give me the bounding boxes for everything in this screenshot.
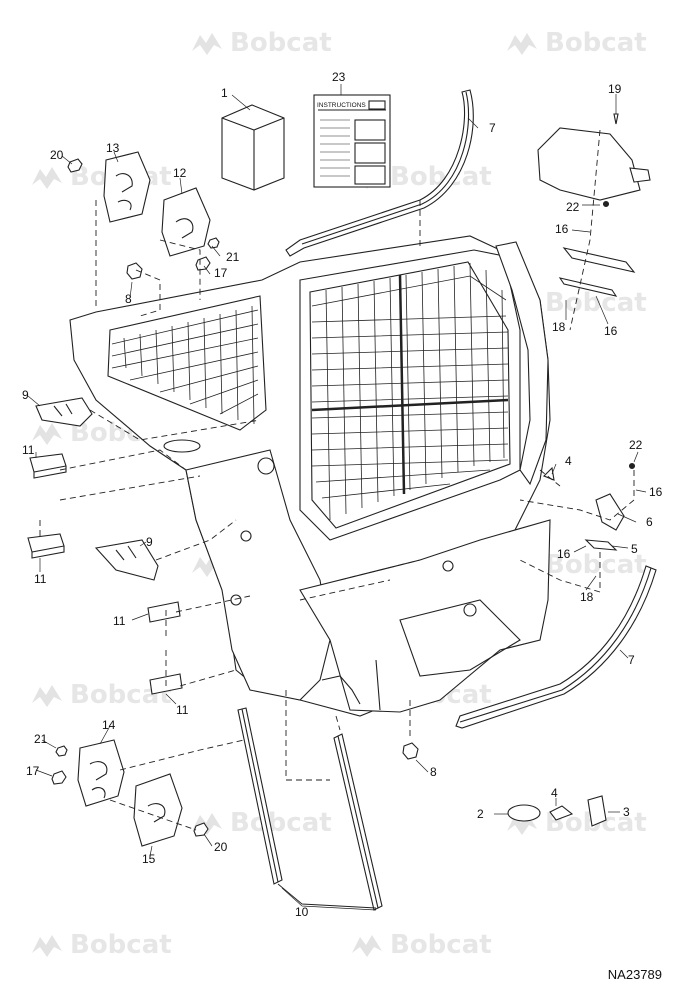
callout-19: 19 xyxy=(608,82,622,96)
callout-9-upper: 9 xyxy=(22,388,29,402)
callout-17-lower: 17 xyxy=(26,764,40,778)
callout-1: 1 xyxy=(221,86,228,100)
callout-12: 12 xyxy=(173,166,187,180)
bobcat-watermark: Bobcat xyxy=(190,28,332,59)
bobcat-logo-icon xyxy=(32,934,62,957)
decal-item-3 xyxy=(587,795,607,827)
decal-title: INSTRUCTIONS xyxy=(317,102,366,109)
plate-item-9-upper xyxy=(35,397,93,427)
callout-3: 3 xyxy=(623,805,630,819)
bobcat-watermark: Bobcat xyxy=(30,930,172,961)
seal-strip-item-7-top xyxy=(285,89,474,257)
callout-13: 13 xyxy=(106,141,120,155)
bobcat-logo-icon xyxy=(192,32,222,55)
callout-16-a: 16 xyxy=(555,222,569,236)
bracket-item-13 xyxy=(103,151,151,223)
callout-4-lower: 4 xyxy=(551,786,558,800)
callout-21-upper: 21 xyxy=(226,250,240,264)
callout-16-c: 16 xyxy=(649,485,663,499)
callout-10: 10 xyxy=(295,905,309,919)
callout-16-b: 16 xyxy=(604,324,618,338)
bracket-item-6 xyxy=(584,493,625,551)
callout-18-lower: 18 xyxy=(580,590,594,604)
callout-21-lower: 21 xyxy=(34,732,48,746)
callout-11-b: 11 xyxy=(34,572,47,586)
part-box-item-1 xyxy=(221,104,285,191)
callout-11-c: 11 xyxy=(113,614,126,628)
bobcat-watermark: Bobcat xyxy=(505,28,647,59)
plate-item-9-lower xyxy=(94,539,159,581)
bracket-item-16-upper xyxy=(537,127,651,297)
leader-lines xyxy=(27,84,647,911)
callout-11-a: 11 xyxy=(22,443,35,457)
bobcat-logo-icon xyxy=(32,422,62,445)
callout-20-lower: 20 xyxy=(214,840,228,854)
bobcat-logo-icon xyxy=(32,684,62,707)
callout-4-upper: 4 xyxy=(565,454,572,468)
bracket-item-12 xyxy=(161,187,211,257)
callout-2: 2 xyxy=(477,807,484,821)
cab-frame xyxy=(69,235,551,717)
bobcat-logo-icon xyxy=(32,166,62,189)
callout-11-d: 11 xyxy=(176,703,189,717)
foam-block-item-11 xyxy=(27,453,183,695)
oval-pad-item-2 xyxy=(507,804,541,822)
seal-strip-item-10 xyxy=(237,707,383,911)
callout-16-d: 16 xyxy=(557,547,571,561)
callout-23: 23 xyxy=(332,70,346,84)
drawing-number: NA23789 xyxy=(607,967,662,982)
bobcat-logo-icon xyxy=(352,934,382,957)
bracket-item-14 xyxy=(77,739,125,807)
callout-7-top: 7 xyxy=(489,121,496,135)
callout-22-lower: 22 xyxy=(629,438,643,452)
assembly-lines xyxy=(39,129,635,831)
callout-5: 5 xyxy=(631,542,638,556)
callout-8-upper: 8 xyxy=(125,292,132,306)
bobcat-logo-icon xyxy=(192,812,222,835)
pad-item-4-upper xyxy=(543,466,555,481)
bracket-item-15 xyxy=(133,773,183,847)
callout-18-upper: 18 xyxy=(552,320,566,334)
bobcat-logo-icon xyxy=(507,32,537,55)
callout-17-upper: 17 xyxy=(214,266,228,280)
bobcat-watermark: Bobcat xyxy=(350,930,492,961)
callout-6: 6 xyxy=(646,515,653,529)
callout-20-upper: 20 xyxy=(50,148,64,162)
callout-22-upper: 22 xyxy=(566,200,580,214)
callout-7-lower: 7 xyxy=(628,653,635,667)
hardware xyxy=(51,113,636,837)
callout-14: 14 xyxy=(102,718,116,732)
bobcat-watermark: Bobcat xyxy=(190,808,332,839)
seal-strip-item-7-lower xyxy=(455,565,657,729)
callout-9-lower: 9 xyxy=(146,535,153,549)
callout-8-lower: 8 xyxy=(430,765,437,779)
callout-15: 15 xyxy=(142,852,156,866)
instructions-decal-item-23: INSTRUCTIONS xyxy=(313,94,391,188)
pad-item-4-lower xyxy=(549,805,574,821)
